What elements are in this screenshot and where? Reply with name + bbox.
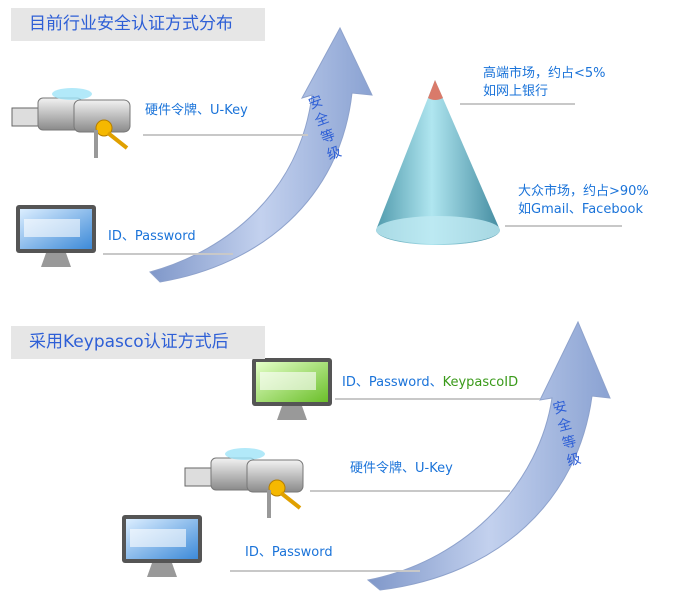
item-label: 硬件令牌、U-Key [350, 461, 453, 476]
item-label: ID、Password [108, 229, 196, 244]
monitor-keyboard-icon [16, 205, 96, 267]
market-cone [376, 80, 500, 245]
divider [335, 398, 540, 400]
mass-market-label: 大众市场，约占>90% [518, 184, 649, 199]
divider [230, 570, 420, 572]
item-label: ID、Password [245, 545, 333, 560]
security-level-arrow [366, 320, 611, 591]
section-title: 目前行业安全认证方式分布 [11, 8, 265, 41]
label-prefix: ID、Password、 [342, 375, 443, 390]
high-market-label: 高端市场，约占<5% [483, 66, 606, 81]
high-market-example: 如网上银行 [483, 84, 549, 99]
green-monitor-icon [252, 358, 332, 420]
divider [505, 225, 622, 227]
divider [103, 253, 233, 255]
divider [310, 490, 510, 492]
divider [460, 103, 575, 105]
item-label: ID、Password、KeypascoID [342, 374, 518, 392]
divider [143, 134, 308, 136]
usb-key-icon [11, 88, 131, 158]
monitor-keyboard-icon [122, 515, 202, 577]
keypasco-id-label: KeypascoID [442, 375, 519, 390]
section-title: 采用Keypasco认证方式后 [11, 326, 265, 359]
security-level-arrow [149, 26, 373, 283]
mass-market-example: 如Gmail、Facebook [518, 202, 644, 217]
usb-key-icon [184, 448, 304, 518]
item-label: 硬件令牌、U-Key [145, 103, 248, 118]
